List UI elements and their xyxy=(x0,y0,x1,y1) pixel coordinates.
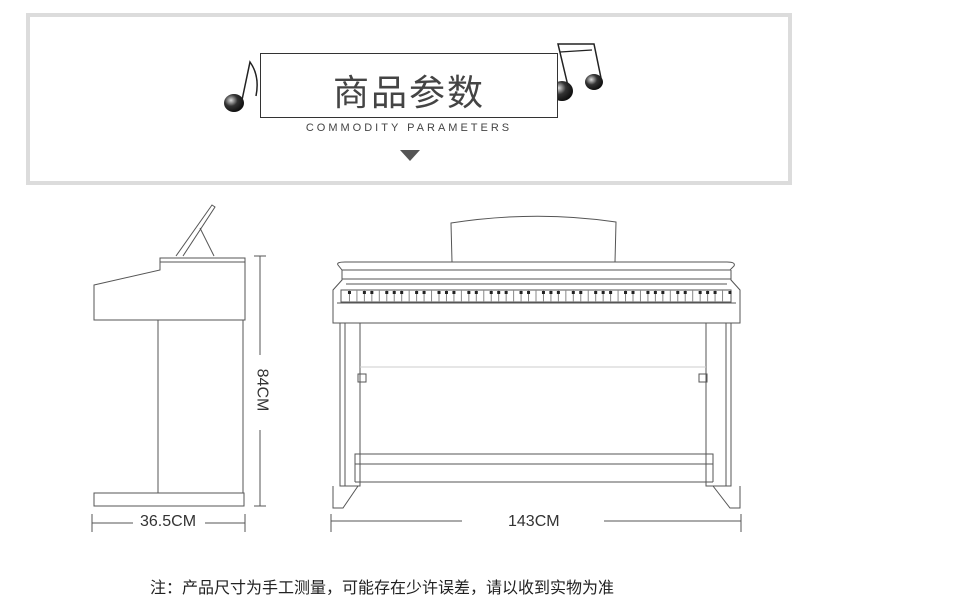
black-key xyxy=(646,291,650,294)
black-key xyxy=(452,291,456,294)
black-key xyxy=(698,291,702,294)
height-dimension-label: 84CM xyxy=(252,364,271,416)
black-key xyxy=(653,291,657,294)
black-key xyxy=(497,291,501,294)
black-key xyxy=(594,291,598,294)
section-title: 商品参数 xyxy=(332,73,485,114)
title-box: 商品参数 xyxy=(260,53,558,118)
measurement-footnote: 注：产品尺寸为手工测量，可能存在少许误差，请以收到实物为准 xyxy=(150,578,615,597)
black-key xyxy=(415,291,419,294)
black-key xyxy=(422,291,426,294)
black-key xyxy=(400,291,404,294)
black-key xyxy=(467,291,471,294)
music-note-icon xyxy=(224,60,258,112)
black-key xyxy=(519,291,523,294)
black-key xyxy=(579,291,583,294)
black-key xyxy=(489,291,493,294)
black-key xyxy=(385,291,389,294)
black-key xyxy=(474,291,478,294)
black-key xyxy=(728,291,732,294)
section-subtitle: COMMODITY PARAMETERS xyxy=(305,122,513,134)
black-key xyxy=(392,291,396,294)
black-key xyxy=(601,291,605,294)
black-key xyxy=(609,291,613,294)
width-dimension-label: 143CM xyxy=(504,513,564,531)
black-key xyxy=(527,291,531,294)
black-key xyxy=(661,291,665,294)
black-key xyxy=(676,291,680,294)
black-key xyxy=(631,291,635,294)
black-key xyxy=(556,291,560,294)
header-frame xyxy=(26,13,792,185)
black-key xyxy=(444,291,448,294)
black-key xyxy=(437,291,441,294)
depth-dimension-label: 36.5CM xyxy=(136,513,201,531)
black-key xyxy=(571,291,575,294)
black-key xyxy=(683,291,687,294)
black-key xyxy=(624,291,628,294)
black-key xyxy=(347,291,351,294)
black-key xyxy=(549,291,553,294)
down-arrow-icon xyxy=(400,150,420,161)
black-key xyxy=(713,291,717,294)
black-key xyxy=(370,291,374,294)
black-key xyxy=(706,291,710,294)
black-key xyxy=(504,291,508,294)
piano-front-view xyxy=(330,215,742,532)
black-key xyxy=(362,291,366,294)
black-key xyxy=(541,291,545,294)
piano-side-view xyxy=(91,204,266,532)
